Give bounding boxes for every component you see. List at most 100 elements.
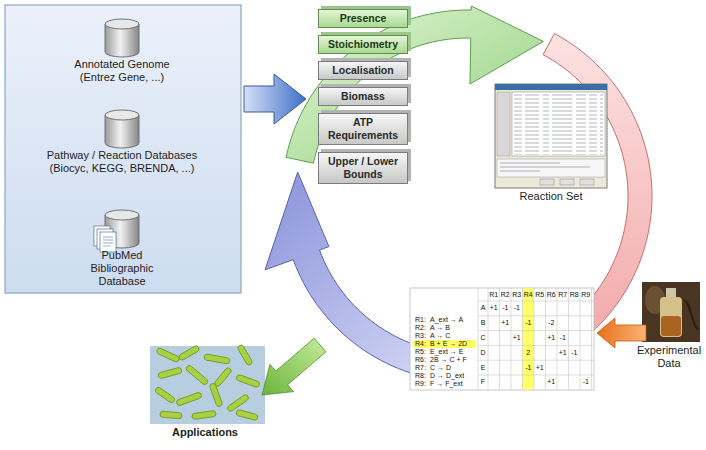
constraint-box: Localisation bbox=[318, 61, 408, 80]
matrix-cell: +1 bbox=[546, 333, 558, 343]
node-label: ATP Requirements bbox=[322, 116, 404, 142]
screenshot-node: Reaction Set bbox=[493, 82, 609, 203]
screenshot-illustration bbox=[500, 163, 590, 171]
matrix-cell: -2 bbox=[546, 318, 558, 328]
application-arrow bbox=[262, 338, 326, 395]
screenshot-illustration bbox=[495, 84, 607, 188]
photo-node: Experimental Data bbox=[634, 281, 704, 370]
matrix-cell: +1 bbox=[488, 303, 500, 313]
reaction-equation: A → B bbox=[430, 324, 476, 332]
matrix-cell: +1 bbox=[546, 377, 558, 387]
node-label: Applications bbox=[140, 426, 270, 439]
bacteria-photo bbox=[158, 367, 183, 379]
stoichiometric-matrix bbox=[478, 301, 594, 375]
photo-node: Applications bbox=[140, 346, 270, 439]
database-node: Annotated Genome(Entrez Gene, ...) bbox=[22, 17, 222, 84]
stoichiometric-matrix bbox=[410, 288, 594, 390]
source-panel bbox=[5, 5, 241, 293]
matrix-column-header: R5 bbox=[534, 290, 546, 300]
cycle-arrow-blue bbox=[265, 172, 487, 382]
database-node: PubMed Bibliographic Database bbox=[82, 208, 162, 288]
node-label: Annotated Genome bbox=[22, 58, 222, 71]
bacteria-photo bbox=[236, 409, 259, 420]
matrix-column-header: R2 bbox=[500, 290, 512, 300]
matrix-cell: -1 bbox=[580, 377, 592, 387]
matrix-column-header: R8 bbox=[569, 290, 581, 300]
bacteria-photo bbox=[154, 344, 260, 421]
matrix-row-header: A bbox=[478, 303, 488, 313]
bacteria-photo bbox=[154, 386, 175, 404]
matrix-column-header: R6 bbox=[546, 290, 558, 300]
reaction-equation: 2B → C + F bbox=[430, 356, 476, 364]
reaction-id: R6: bbox=[415, 356, 430, 364]
bacteria-photo bbox=[226, 394, 249, 413]
bacteria-photo bbox=[150, 344, 265, 424]
screenshot-illustration bbox=[512, 93, 605, 155]
matrix-cell: -1 bbox=[523, 363, 535, 373]
matrix-cell: -1 bbox=[557, 333, 569, 343]
node-label: Biomass bbox=[322, 90, 404, 103]
matrix-cell: +1 bbox=[557, 348, 569, 358]
bacteria-photo bbox=[214, 367, 233, 388]
matrix-row-header: B bbox=[478, 318, 488, 328]
screenshot-illustration bbox=[540, 179, 554, 185]
constraint-box: Upper / Lower Bounds bbox=[318, 152, 408, 184]
data-arrow bbox=[597, 318, 646, 348]
bacteria-photo bbox=[185, 364, 209, 385]
experiment-photo bbox=[666, 288, 676, 298]
reaction-equation: A_ext → A bbox=[430, 316, 476, 324]
matrix-column-header: R4 bbox=[523, 290, 535, 300]
database-node: Pathway / Reaction Databases(Biocyc, KEG… bbox=[22, 108, 222, 175]
matrix-cell: +1 bbox=[511, 333, 523, 343]
experiment-photo bbox=[660, 297, 682, 337]
reaction-equation: D → D_ext bbox=[430, 372, 476, 380]
screenshot-illustration bbox=[560, 179, 574, 185]
experiment-photo bbox=[661, 316, 681, 336]
node-label: (Biocyc, KEGG, BRENDA, ...) bbox=[22, 162, 222, 175]
matrix-row-header: E bbox=[478, 363, 488, 373]
bacteria-photo bbox=[156, 347, 180, 363]
matrix-column-header: R7 bbox=[557, 290, 569, 300]
matrix-column-header: R9 bbox=[580, 290, 592, 300]
constraint-box: Stoichiometry bbox=[318, 35, 408, 54]
reaction-id: R5: bbox=[415, 348, 430, 356]
node-label: Upper / Lower Bounds bbox=[322, 155, 404, 181]
experiment-photo bbox=[684, 300, 698, 330]
node-label: Experimental Data bbox=[634, 344, 704, 370]
matrix-cell: +1 bbox=[534, 363, 546, 373]
reaction-equation: E_ext → E bbox=[430, 348, 476, 356]
matrix-cell: 2 bbox=[523, 348, 535, 358]
reaction-equation: A → C bbox=[430, 332, 476, 340]
node-label: PubMed Bibliographic Database bbox=[82, 249, 162, 288]
bacteria-photo bbox=[178, 345, 200, 361]
reaction-equation: F → F_ext bbox=[430, 380, 476, 388]
node-label: Stoichiometry bbox=[322, 38, 404, 51]
screenshot-illustration bbox=[497, 159, 605, 177]
experiment-photo bbox=[642, 282, 700, 342]
node-label: Presence bbox=[322, 12, 404, 25]
matrix-row-header: D bbox=[478, 348, 488, 358]
experiment-photo bbox=[642, 282, 700, 342]
database-symbol bbox=[105, 19, 139, 248]
stoichiometric-matrix bbox=[410, 288, 594, 390]
screenshot-illustration bbox=[497, 92, 510, 156]
screenshot-illustration bbox=[512, 92, 605, 156]
input-arrow bbox=[244, 74, 306, 124]
reaction-id: R9: bbox=[415, 380, 430, 388]
reaction-id: R2: bbox=[415, 324, 430, 332]
paper-stack-symbol bbox=[103, 237, 113, 246]
reaction-equation: B + E → 2D bbox=[430, 340, 476, 348]
node-label: Localisation bbox=[322, 64, 404, 77]
node-label: (Entrez Gene, ...) bbox=[22, 71, 222, 84]
screenshot-illustration bbox=[495, 84, 607, 90]
reaction-id: R4: bbox=[415, 340, 430, 348]
matrix-row-header: F bbox=[478, 377, 488, 387]
database-symbol bbox=[105, 110, 139, 120]
bacteria-photo bbox=[204, 354, 231, 364]
constraint-box: Biomass bbox=[318, 87, 408, 106]
node-label: Pathway / Reaction Databases bbox=[22, 149, 222, 162]
bacteria-photo bbox=[237, 344, 253, 366]
reaction-id: R3: bbox=[415, 332, 430, 340]
constraint-box: ATP Requirements bbox=[318, 113, 408, 145]
